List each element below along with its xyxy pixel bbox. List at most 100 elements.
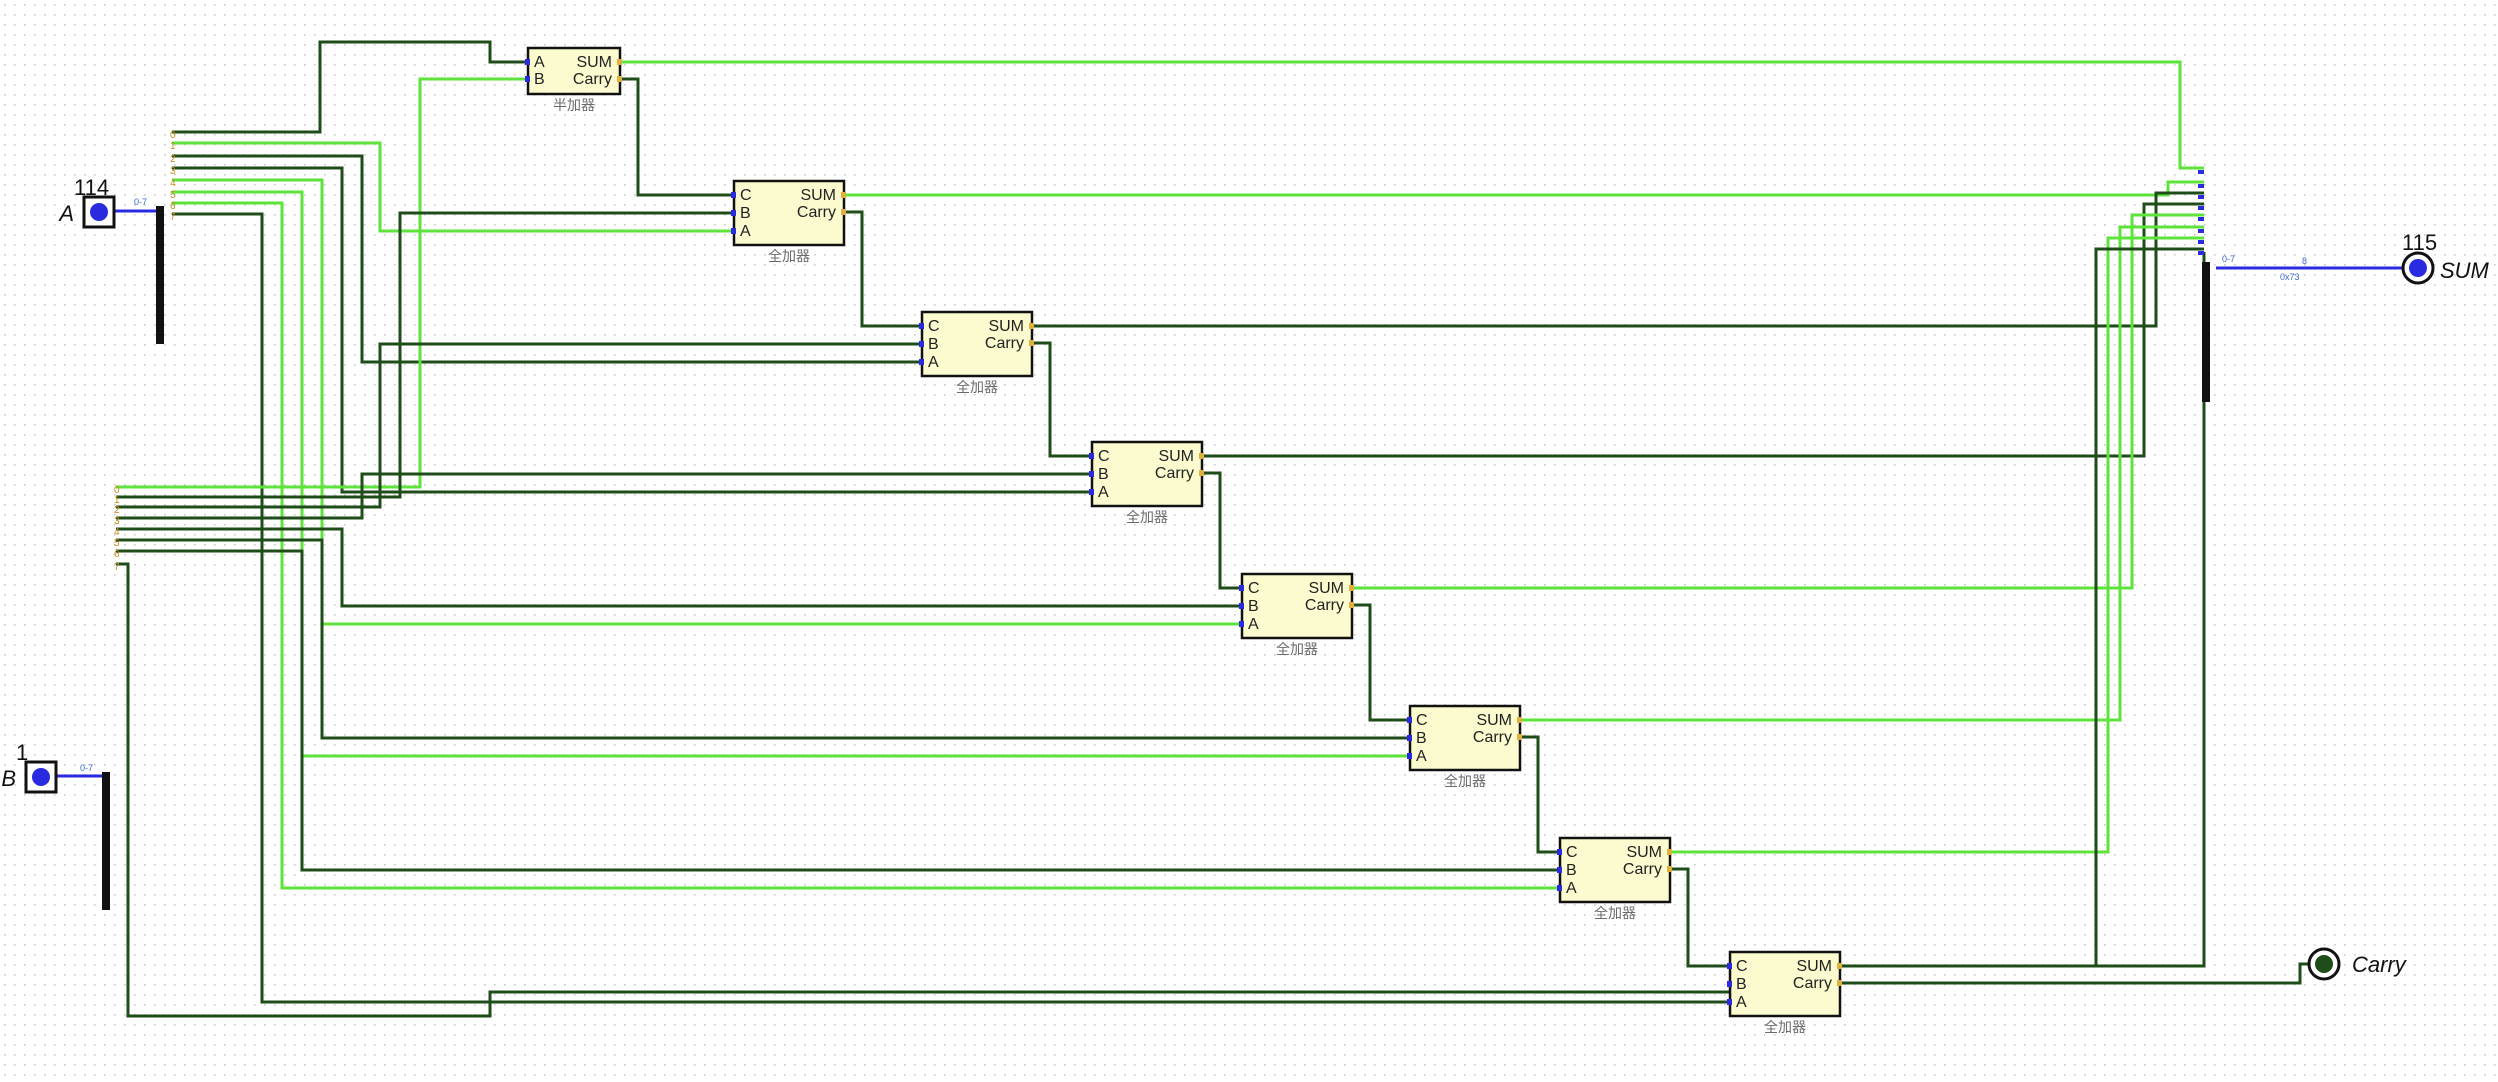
- adder-input-pin: [525, 59, 530, 65]
- wire-a7: [172, 212, 1730, 1004]
- splitter-b-range: 0-7: [80, 763, 93, 773]
- output-carry[interactable]: Carry: [2307, 947, 2408, 981]
- splitter-b: [102, 772, 110, 910]
- adder-body[interactable]: [1240, 572, 1354, 640]
- adder-input-label: A: [928, 354, 939, 371]
- adder-output-pin: [617, 59, 622, 65]
- adder-name: 全加器: [1276, 641, 1318, 657]
- splitter-b-bit-1: 1: [114, 495, 120, 506]
- splitter-sum-pin-2: [2198, 195, 2204, 199]
- adder-input-pin: [1239, 585, 1244, 591]
- wire-sum-1: [844, 180, 2204, 197]
- output-sum-label: SUM: [2440, 258, 2490, 283]
- bus-width-label: 8: [2302, 256, 2307, 266]
- adder-input-label: B: [1736, 976, 1747, 993]
- adder-body[interactable]: [1558, 836, 1672, 904]
- adder-input-label: B: [928, 336, 939, 353]
- adder-name: 全加器: [956, 379, 998, 395]
- wire-a0: [172, 40, 528, 134]
- adder-body[interactable]: [1728, 950, 1842, 1018]
- adder-body[interactable]: [920, 310, 1034, 378]
- adder-input-pin: [919, 359, 924, 365]
- adder-input-label: B: [1566, 862, 1577, 879]
- splitter-sum-pin-0: [2198, 170, 2204, 174]
- wire-sum-2: [1032, 191, 2204, 328]
- wire-b1: [116, 211, 734, 499]
- splitter-sum-pin-4: [2198, 217, 2204, 221]
- wire-carry-6: [1670, 867, 1730, 968]
- splitter-sum-pin-3: [2198, 206, 2204, 210]
- adder-output-pin: [841, 192, 846, 198]
- adder-input-label: C: [1566, 844, 1578, 861]
- wire-sum-5: [1520, 225, 2204, 722]
- splitter-a-bit-7: 7: [170, 212, 176, 223]
- adder-output-label: SUM: [988, 318, 1024, 335]
- adder-output-pin: [1517, 734, 1522, 740]
- wire-b6: [116, 549, 1560, 872]
- wire-b2: [116, 342, 922, 509]
- adder-input-pin: [919, 323, 924, 329]
- adder-output-label: Carry: [797, 204, 836, 221]
- adder-input-label: A: [1416, 748, 1427, 765]
- adder-output-label: SUM: [1476, 712, 1512, 729]
- adder-input-pin: [731, 210, 736, 216]
- adder-output-pin: [1349, 585, 1354, 591]
- adder-input-pin: [1407, 735, 1412, 741]
- splitter-a: [156, 206, 164, 344]
- adder-name: 全加器: [1444, 773, 1486, 789]
- adder-input-label: C: [1248, 580, 1260, 597]
- input-a-led: [90, 203, 108, 221]
- wire-carry-5: [1520, 735, 1560, 854]
- adder-output-label: SUM: [1158, 448, 1194, 465]
- wire-carry-4: [1352, 603, 1410, 722]
- adder-input-label: B: [1098, 466, 1109, 483]
- input-b[interactable]: B1: [1, 740, 58, 794]
- adder-body[interactable]: [526, 46, 622, 96]
- adder-output-pin: [1199, 453, 1204, 459]
- adder-input-label: B: [1248, 598, 1259, 615]
- wire-b5: [116, 538, 1410, 740]
- adder-output-pin: [1029, 323, 1034, 329]
- bus-hex-label: 0x73: [2280, 272, 2300, 282]
- adder-input-label: C: [928, 318, 940, 335]
- output-carry-label: Carry: [2352, 952, 2408, 977]
- adder-output-pin: [841, 209, 846, 215]
- adder-output-label: Carry: [1305, 597, 1344, 614]
- adder-input-pin: [525, 76, 530, 82]
- adder-input-pin: [731, 192, 736, 198]
- adder-output-pin: [1837, 963, 1842, 969]
- adder-output-label: SUM: [1796, 958, 1832, 975]
- adder-input-pin: [1089, 471, 1094, 477]
- input-a-label: A: [57, 201, 74, 226]
- adder-body[interactable]: [1090, 440, 1204, 508]
- splitter-a-bit-6: 6: [170, 201, 176, 212]
- adder-input-pin: [1557, 849, 1562, 855]
- output-carry-led: [2315, 955, 2333, 973]
- adder-output-pin: [1199, 470, 1204, 476]
- adder-output-label: Carry: [1155, 465, 1194, 482]
- adder-output-label: SUM: [1308, 580, 1344, 597]
- splitter-b-bit-3: 3: [114, 516, 120, 527]
- adder-output-pin: [617, 76, 622, 82]
- wire-sum-6: [1670, 236, 2204, 854]
- wire-bus-tail: [1840, 252, 2206, 968]
- adder-input-label: A: [740, 223, 751, 240]
- wire-b3: [116, 472, 1092, 520]
- splitter-a-bit-1: 1: [170, 141, 176, 152]
- splitter-b-bit-6: 6: [114, 549, 120, 560]
- splitter-a-bit-5: 5: [170, 190, 176, 201]
- output-sum-value: 115: [2402, 230, 2437, 255]
- adder-output-label: Carry: [1623, 861, 1662, 878]
